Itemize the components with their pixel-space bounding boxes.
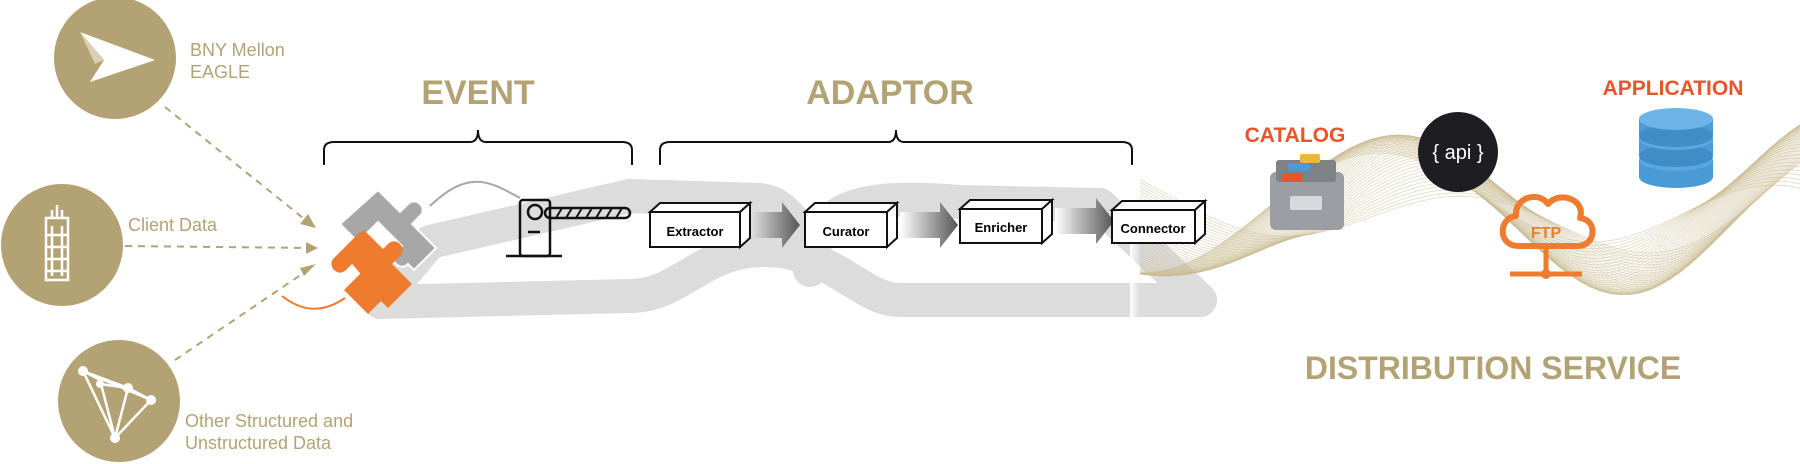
event-brace [323,129,633,165]
other-circle [58,340,180,462]
database-icon [1639,108,1713,188]
background-swoosh [363,179,1217,319]
source-bny-mellon [54,0,176,119]
barrier-gate-icon [506,198,632,258]
arrow-client [124,245,311,249]
source-arrows [124,106,311,361]
pipeline-arrows [740,198,1114,248]
distribution-heading: DISTRIBUTION SERVICE [1305,350,1681,386]
puzzle-icon [281,180,521,314]
enricher-label: Enricher [975,220,1028,235]
arrow-bny [164,106,309,223]
arrow-other [174,269,309,361]
extractor-label: Extractor [666,224,723,239]
adaptor-brace [659,129,1133,165]
enricher-box: Enricher [957,197,1055,246]
source-other-data [58,340,180,462]
network-icon [78,366,156,443]
curator-box: Curator [802,200,900,250]
client-label: Client Data [128,215,218,235]
application-heading: APPLICATION [1603,77,1744,100]
bny-label-line2: EAGLE [190,62,250,82]
ftp-cloud-icon: FTP [1499,193,1596,279]
event-heading: EVENT [421,74,535,112]
connector-label: Connector [1121,221,1186,236]
curator-label: Curator [823,224,870,239]
bny-label-line1: BNY Mellon [190,40,285,60]
catalog-box-icon [1270,154,1344,230]
adaptor-heading: ADAPTOR [806,74,974,112]
other-label-line1: Other Structured and [185,411,353,431]
extractor-box: Extractor [647,200,753,250]
other-label-line2: Unstructured Data [185,433,332,453]
ftp-label: FTP [1531,225,1562,242]
building-icon [44,205,70,282]
connector-box: Connector [1109,198,1208,246]
arrowheads [300,214,318,276]
bny-logo-icon [80,32,155,82]
source-client-data [1,184,123,306]
catalog-heading: CATALOG [1245,124,1346,147]
api-label: { api } [1432,142,1483,164]
api-icon: { api } [1418,112,1498,192]
